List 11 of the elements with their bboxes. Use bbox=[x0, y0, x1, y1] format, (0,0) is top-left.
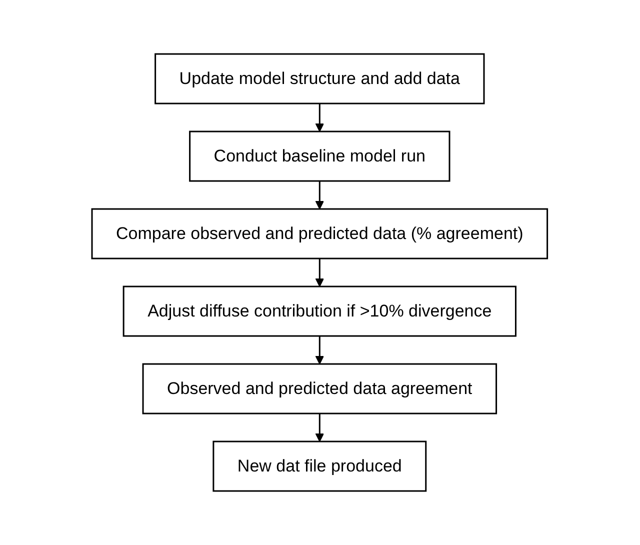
node-box: New dat file produced bbox=[213, 440, 427, 492]
arrow bbox=[316, 414, 324, 442]
node-box: Observed and predicted data agreement bbox=[142, 363, 498, 414]
node-box: Adjust diffuse contribution if >10% divergence bbox=[123, 286, 517, 337]
arrow bbox=[316, 258, 324, 287]
node-box: Update model structure and add data bbox=[154, 53, 486, 104]
node-box: Conduct baseline model run bbox=[189, 130, 451, 182]
arrow bbox=[316, 336, 324, 364]
arrow bbox=[316, 104, 324, 132]
arrow bbox=[316, 181, 324, 210]
node-box: Compare observed and predicted data (% agreement) bbox=[92, 208, 548, 260]
